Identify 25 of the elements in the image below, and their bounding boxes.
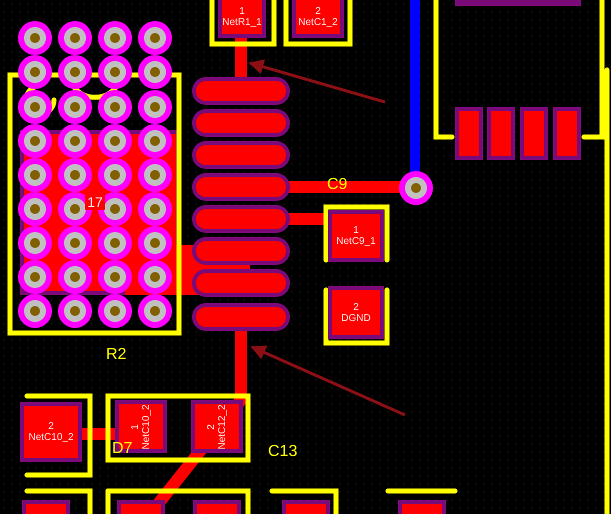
smd-pad [332,290,380,335]
net-name: NetC12_2 [217,404,228,450]
pad-number: 2 [206,424,217,430]
net-name: NetC9_1 [336,236,376,247]
pad-number: 2 [48,421,54,432]
component-designator: C9 [327,176,348,194]
pad-number: 2 [315,6,321,17]
net-name: NetC10_2 [141,404,152,450]
component-designator: R2 [106,346,126,364]
pad-number: 1 [239,6,245,17]
smd-pad [24,406,78,458]
smd-pad [332,214,380,258]
net-name: NetR1_1 [222,17,262,28]
component-designator: D7 [112,440,132,458]
net-name: DGND [341,312,371,324]
pad-number: 17 [85,194,105,210]
pad-number: 2 [353,302,359,312]
smd-pad [296,0,340,34]
component-designator: C13 [268,443,298,461]
smd-pad [195,404,239,449]
smd-pad [222,0,262,34]
net-name: NetC1_2 [298,17,338,28]
net-name: NetC10_2 [28,432,74,443]
pad-number: 1 [130,424,141,430]
pad-number: 1 [353,225,359,236]
